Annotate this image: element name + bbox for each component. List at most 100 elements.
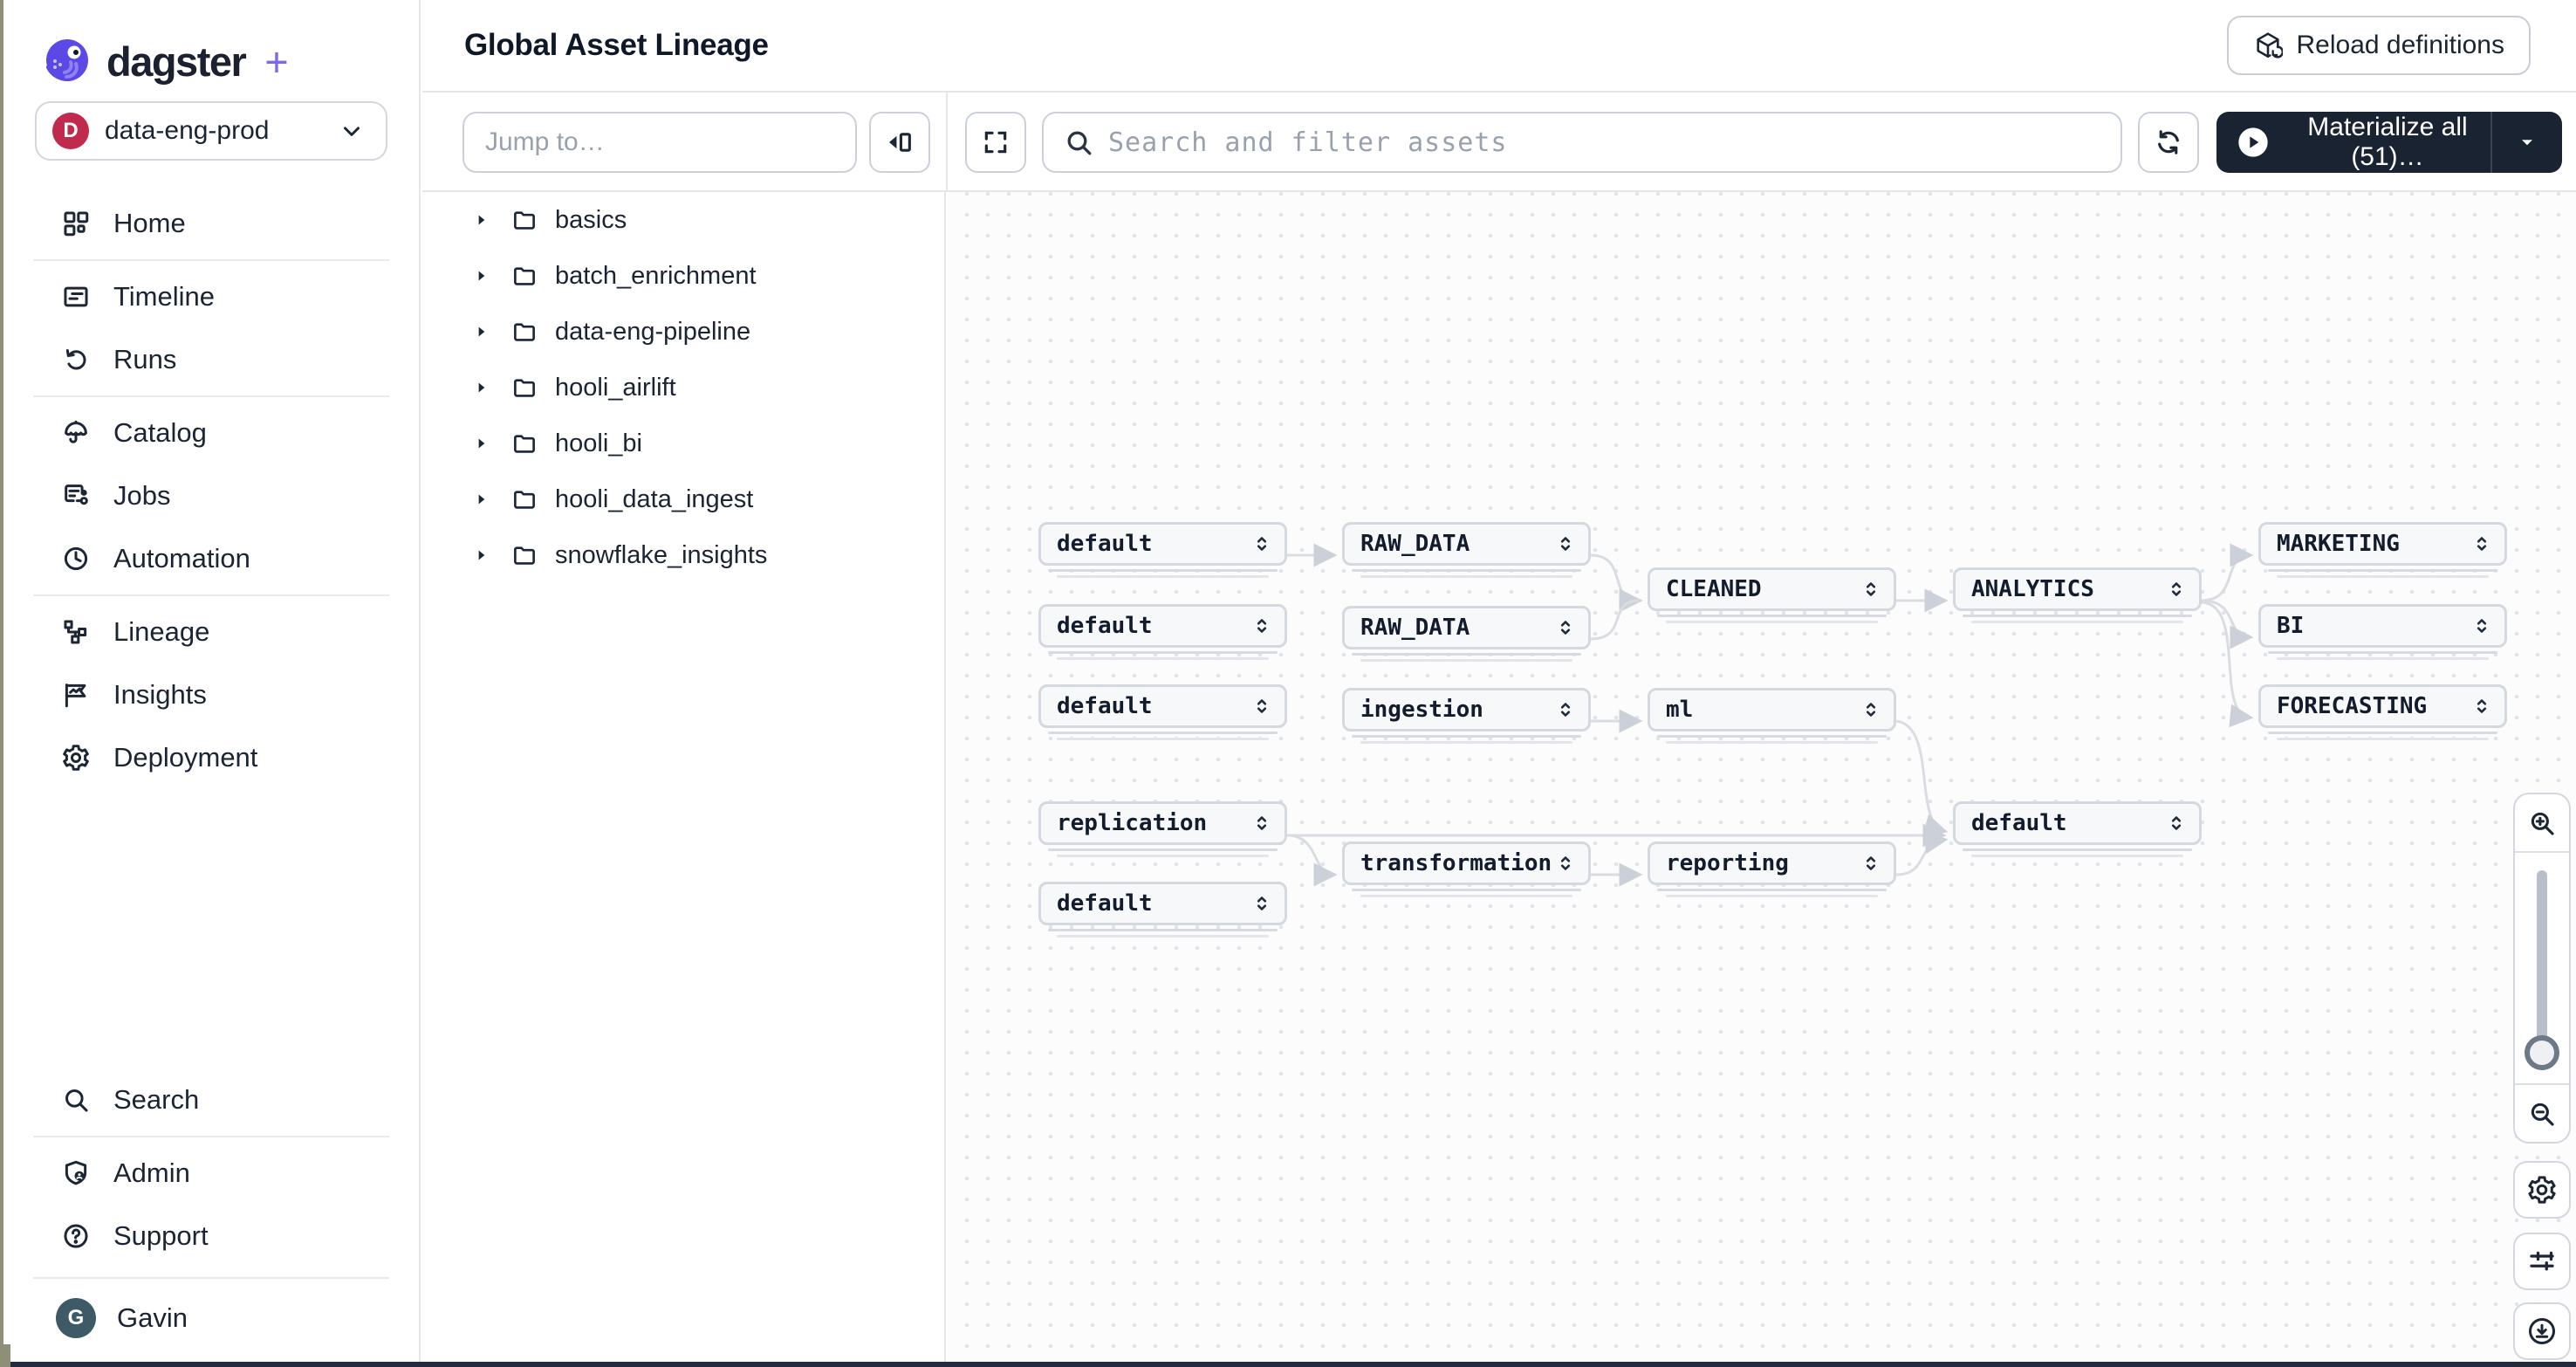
graph-node-bi[interactable]: BI [2258, 604, 2507, 660]
sidebar-item-lineage[interactable]: Lineage [3, 601, 419, 663]
tree-item-label: batch_enrichment [555, 261, 757, 290]
zoom-control [2513, 793, 2571, 1144]
sidebar-item-label: Home [113, 208, 186, 238]
unfold-icon[interactable] [1555, 533, 1576, 554]
graph-settings-button[interactable] [2513, 1161, 2571, 1219]
materialize-all-button[interactable]: Materialize all (51)… [2216, 112, 2562, 173]
zoom-slider-thumb[interactable] [2525, 1035, 2559, 1070]
unfold-icon[interactable] [1251, 893, 1272, 914]
sidebar-item-label: Lineage [113, 616, 210, 647]
sidebar-item-insights[interactable]: Insights [3, 663, 419, 726]
caret-right-icon[interactable] [473, 435, 496, 452]
sidebar-item-support[interactable]: Support [3, 1205, 419, 1267]
collapse-panel-button[interactable] [869, 112, 930, 173]
zoom-out-button[interactable] [2515, 1083, 2569, 1142]
graph-filter-button[interactable] [2513, 1233, 2571, 1290]
tree-item-basics[interactable]: basics [422, 192, 944, 248]
graph-node-default-3[interactable]: default [1038, 684, 1287, 740]
graph-node-label: default [1057, 693, 1153, 719]
caret-right-icon[interactable] [473, 491, 496, 508]
graph-node-raw_data-2[interactable]: RAW_DATA [1342, 606, 1591, 662]
jump-to-input[interactable] [462, 112, 857, 173]
sidebar-item-search[interactable]: Search [3, 1068, 419, 1131]
caret-right-icon[interactable] [473, 379, 496, 396]
caret-right-icon[interactable] [473, 546, 496, 564]
graph-node-marketing[interactable]: MARKETING [2258, 522, 2507, 578]
graph-node-ml[interactable]: ml [1648, 688, 1896, 744]
sidebar-item-catalog[interactable]: Catalog [3, 402, 419, 464]
graph-node-default-2[interactable]: default [1038, 604, 1287, 660]
sidebar-item-label: Support [113, 1220, 209, 1251]
tree-item-hooli_bi[interactable]: hooli_bi [422, 416, 944, 471]
graph-node-default-5[interactable]: default [1038, 882, 1287, 938]
zoom-in-button[interactable] [2515, 794, 2569, 853]
graph-node-transformation[interactable]: transformation [1342, 841, 1591, 897]
sidebar-item-runs[interactable]: Runs [3, 328, 419, 391]
sidebar-item-home[interactable]: Home [3, 192, 419, 255]
caret-right-icon[interactable] [473, 323, 496, 340]
graph-node-cleaned[interactable]: CLEANED [1648, 567, 1896, 623]
materialize-dropdown-arrow[interactable] [2492, 131, 2562, 154]
unfold-icon[interactable] [1555, 853, 1576, 874]
graph-node-reporting[interactable]: reporting [1648, 841, 1896, 897]
graph-node-default-1[interactable]: default [1038, 522, 1287, 578]
brand-logo[interactable]: dagster + [3, 0, 419, 91]
tree-item-snowflake_insights[interactable]: snowflake_insights [422, 527, 944, 583]
unfold-icon[interactable] [2471, 696, 2492, 717]
unfold-icon[interactable] [1251, 696, 1272, 717]
zoom-slider-track[interactable] [2537, 870, 2547, 1066]
sidebar-item-automation[interactable]: Automation [3, 527, 419, 590]
deployment-selector[interactable]: D data-eng-prod [35, 101, 387, 161]
caret-right-icon[interactable] [473, 267, 496, 285]
caret-right-icon[interactable] [473, 211, 496, 229]
graph-node-label: CLEANED [1666, 576, 1762, 602]
support-icon [61, 1221, 91, 1251]
refresh-button[interactable] [2138, 112, 2199, 173]
user-menu[interactable]: G Gavin [3, 1283, 419, 1353]
download-image-button[interactable] [2513, 1302, 2571, 1360]
tree-item-hooli_data_ingest[interactable]: hooli_data_ingest [422, 471, 944, 527]
deployment-icon [61, 743, 91, 773]
graph-node-label: ml [1666, 697, 1694, 723]
nav-divider [33, 594, 389, 596]
tree-item-label: hooli_bi [555, 429, 642, 457]
graph-node-label: ingestion [1360, 697, 1483, 723]
graph-node-replication[interactable]: replication [1038, 801, 1287, 857]
unfold-icon[interactable] [1860, 699, 1881, 720]
graph-node-label: BI [2277, 613, 2305, 639]
folder-icon [511, 430, 538, 457]
zoom-slider[interactable] [2515, 853, 2569, 1083]
unfold-icon[interactable] [1555, 699, 1576, 720]
sidebar-item-jobs[interactable]: Jobs [3, 464, 419, 527]
search-input[interactable] [1042, 112, 2122, 173]
tree-item-data-eng-pipeline[interactable]: data-eng-pipeline [422, 304, 944, 360]
fullscreen-button[interactable] [965, 112, 1026, 173]
sidebar-item-deployment[interactable]: Deployment [3, 726, 419, 789]
tree-item-hooli_airlift[interactable]: hooli_airlift [422, 360, 944, 416]
sidebar-item-label: Admin [113, 1157, 190, 1188]
jobs-icon [61, 481, 91, 511]
unfold-icon[interactable] [1860, 853, 1881, 874]
graph-node-ingestion[interactable]: ingestion [1342, 688, 1591, 744]
sidebar-item-admin[interactable]: Admin [3, 1142, 419, 1205]
unfold-icon[interactable] [1860, 579, 1881, 600]
avatar: G [56, 1298, 96, 1338]
unfold-icon[interactable] [1555, 617, 1576, 638]
graph-node-label: reporting [1666, 850, 1789, 876]
reload-definitions-button[interactable]: Reload definitions [2226, 16, 2531, 75]
graph-node-forecasting[interactable]: FORECASTING [2258, 684, 2507, 740]
sidebar-item-timeline[interactable]: Timeline [3, 265, 419, 328]
unfold-icon[interactable] [1251, 813, 1272, 834]
unfold-icon[interactable] [2471, 615, 2492, 636]
graph-node-analytics[interactable]: ANALYTICS [1953, 567, 2202, 623]
graph-node-raw_data-1[interactable]: RAW_DATA [1342, 522, 1591, 578]
unfold-icon[interactable] [1251, 615, 1272, 636]
unfold-icon[interactable] [2166, 579, 2187, 600]
unfold-icon[interactable] [1251, 533, 1272, 554]
tree-item-batch_enrichment[interactable]: batch_enrichment [422, 248, 944, 304]
unfold-icon[interactable] [2166, 813, 2187, 834]
unfold-icon[interactable] [2471, 533, 2492, 554]
graph-node-default-4[interactable]: default [1953, 801, 2202, 857]
graph-node-label: default [1057, 890, 1153, 917]
